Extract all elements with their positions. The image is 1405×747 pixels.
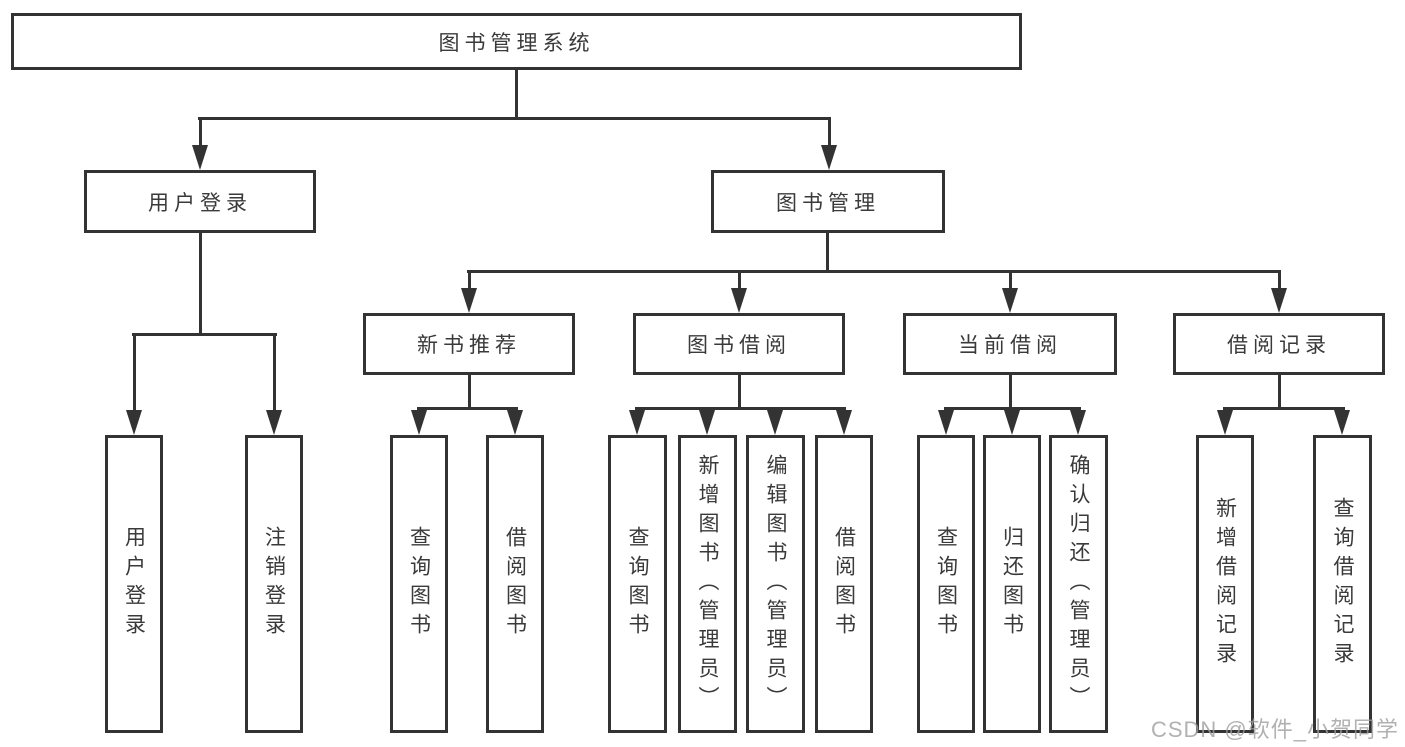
connector-line bbox=[828, 119, 831, 148]
node-new-book-recommendation: 新书推荐 bbox=[363, 313, 575, 375]
connector-line bbox=[273, 335, 276, 412]
connector-line bbox=[198, 117, 831, 120]
arrow-down-icon bbox=[1004, 410, 1020, 435]
leaf-query-books-borrowing: 查询图书 bbox=[608, 435, 667, 733]
leaf-edit-book-admin: 编辑图书（管理员） bbox=[746, 435, 805, 733]
connector-line bbox=[738, 374, 741, 409]
leaf-borrow-books-borrowing-label: 借阅图书 bbox=[832, 526, 856, 642]
connector-line bbox=[1223, 407, 1345, 410]
leaf-query-books-borrowing-label: 查询图书 bbox=[626, 526, 649, 642]
leaf-add-book-admin: 新增图书（管理员） bbox=[678, 435, 737, 733]
arrow-down-icon bbox=[699, 410, 715, 435]
arrow-down-icon bbox=[461, 288, 477, 313]
leaf-return-books-label: 归还图书 bbox=[1000, 526, 1024, 642]
arrow-down-icon bbox=[1217, 410, 1233, 435]
leaf-query-books-recommend-label: 查询图书 bbox=[407, 526, 431, 642]
leaf-return-books: 归还图书 bbox=[983, 435, 1041, 733]
leaf-add-book-admin-label: 新增图书（管理员） bbox=[696, 453, 719, 715]
leaf-confirm-return-admin-label: 确认归还（管理员） bbox=[1067, 453, 1090, 715]
arrow-down-icon bbox=[192, 145, 208, 170]
connector-line bbox=[635, 407, 846, 410]
connector-line bbox=[1009, 374, 1012, 409]
arrow-down-icon bbox=[1070, 410, 1086, 435]
arrow-down-icon bbox=[938, 410, 954, 435]
node-book-management: 图书管理 bbox=[711, 170, 945, 233]
node-user-login: 用户登录 bbox=[84, 170, 316, 233]
node-new-book-recommendation-label: 新书推荐 bbox=[417, 334, 521, 357]
node-borrowing-records: 借阅记录 bbox=[1173, 313, 1385, 375]
arrow-down-icon bbox=[1002, 288, 1018, 313]
connector-line bbox=[1278, 272, 1281, 291]
node-book-borrowing-label: 图书借阅 bbox=[687, 334, 791, 357]
leaf-query-books-recommend: 查询图书 bbox=[390, 435, 448, 733]
connector-line bbox=[1009, 272, 1012, 291]
connector-line bbox=[1278, 374, 1281, 409]
arrow-down-icon bbox=[836, 410, 852, 435]
leaf-confirm-return-admin: 确认归还（管理员） bbox=[1049, 435, 1108, 733]
arrow-down-icon bbox=[767, 410, 783, 435]
arrow-down-icon bbox=[731, 288, 747, 313]
leaf-borrow-books-recommend: 借阅图书 bbox=[486, 435, 544, 733]
leaf-query-borrow-record-label: 查询借阅记录 bbox=[1331, 497, 1354, 671]
csdn-watermark: CSDN @软件_小贺同学 bbox=[1150, 717, 1399, 742]
arrow-down-icon bbox=[821, 145, 837, 170]
arrow-down-icon bbox=[126, 410, 142, 435]
node-book-borrowing: 图书借阅 bbox=[633, 313, 845, 375]
leaf-query-books-current-label: 查询图书 bbox=[934, 526, 958, 642]
arrow-down-icon bbox=[266, 410, 282, 435]
connector-line bbox=[738, 272, 741, 291]
leaf-query-books-current: 查询图书 bbox=[917, 435, 975, 733]
leaf-logout: 注销登录 bbox=[245, 435, 303, 733]
node-root-label: 图书管理系统 bbox=[438, 31, 595, 55]
connector-line bbox=[133, 335, 136, 412]
leaf-user-login: 用户登录 bbox=[105, 435, 163, 733]
connector-line bbox=[467, 270, 1281, 273]
leaf-borrow-books-recommend-label: 借阅图书 bbox=[503, 526, 527, 642]
connector-line bbox=[132, 333, 277, 336]
node-root: 图书管理系统 bbox=[11, 13, 1022, 70]
arrow-down-icon bbox=[629, 410, 645, 435]
connector-line bbox=[468, 272, 471, 291]
leaf-edit-book-admin-label: 编辑图书（管理员） bbox=[764, 453, 787, 715]
arrow-down-icon bbox=[411, 410, 427, 435]
connector-line bbox=[199, 119, 202, 148]
leaf-add-borrow-record: 新增借阅记录 bbox=[1196, 435, 1254, 733]
node-borrowing-records-label: 借阅记录 bbox=[1227, 334, 1331, 357]
connector-line bbox=[468, 374, 471, 409]
connector-line bbox=[417, 407, 518, 410]
leaf-borrow-books-borrowing: 借阅图书 bbox=[815, 435, 873, 733]
leaf-add-borrow-record-label: 新增借阅记录 bbox=[1213, 497, 1237, 671]
arrow-down-icon bbox=[1334, 410, 1350, 435]
leaf-logout-label: 注销登录 bbox=[262, 526, 286, 642]
arrow-down-icon bbox=[507, 410, 523, 435]
connector-line bbox=[515, 68, 518, 120]
node-user-login-label: 用户登录 bbox=[148, 191, 252, 215]
node-current-borrowing: 当前借阅 bbox=[903, 313, 1117, 375]
connector-line bbox=[199, 232, 202, 336]
arrow-down-icon bbox=[1271, 288, 1287, 313]
leaf-query-borrow-record: 查询借阅记录 bbox=[1313, 435, 1372, 733]
connector-line bbox=[944, 407, 1081, 410]
node-book-management-label: 图书管理 bbox=[776, 191, 880, 215]
connector-line bbox=[826, 232, 829, 273]
node-current-borrowing-label: 当前借阅 bbox=[958, 334, 1062, 357]
leaf-user-login-label: 用户登录 bbox=[122, 526, 146, 642]
